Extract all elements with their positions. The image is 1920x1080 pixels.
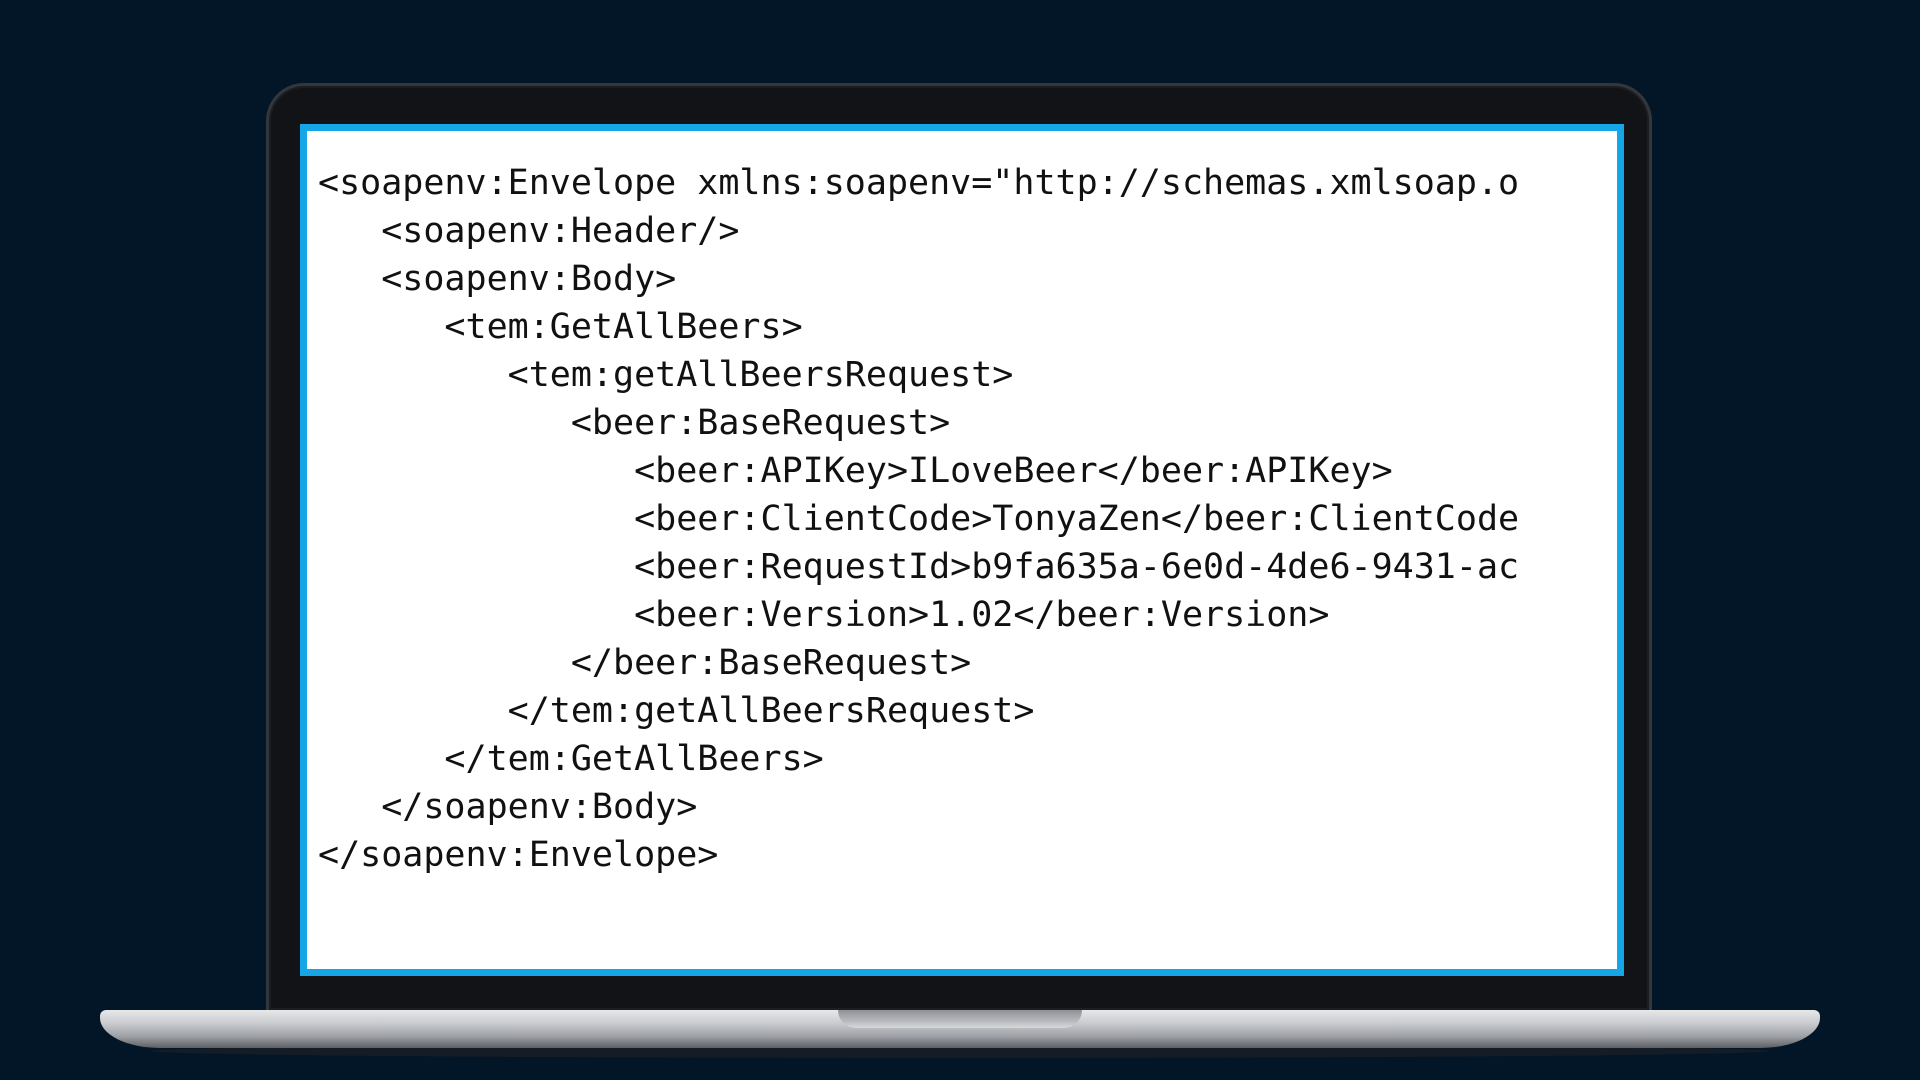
code-line-10: <beer:Version>1.02</beer:Version>: [318, 595, 1330, 635]
code-line-9: <beer:RequestId>b9fa635a-6e0d-4de6-9431-…: [318, 547, 1520, 587]
code-line-2: <soapenv:Header/>: [318, 211, 740, 251]
code-line-12: </tem:getAllBeersRequest>: [318, 691, 1035, 731]
xml-code-block[interactable]: <soapenv:Envelope xmlns:soapenv="http://…: [318, 159, 1609, 879]
code-line-15: </soapenv:Envelope>: [318, 835, 719, 875]
code-line-4: <tem:GetAllBeers>: [318, 307, 803, 347]
code-line-1: <soapenv:Envelope xmlns:soapenv="http://…: [318, 163, 1520, 203]
laptop-opening-notch: [838, 1010, 1082, 1028]
code-line-8: <beer:ClientCode>TonyaZen</beer:ClientCo…: [318, 499, 1520, 539]
code-line-6: <beer:BaseRequest>: [318, 403, 951, 443]
code-line-3: <soapenv:Body>: [318, 259, 677, 299]
code-line-5: <tem:getAllBeersRequest>: [318, 355, 1014, 395]
code-line-11: </beer:BaseRequest>: [318, 643, 972, 683]
code-line-7: <beer:APIKey>ILoveBeer</beer:APIKey>: [318, 451, 1393, 491]
code-screen[interactable]: <soapenv:Envelope xmlns:soapenv="http://…: [307, 131, 1617, 969]
code-line-13: </tem:GetAllBeers>: [318, 739, 824, 779]
code-line-14: </soapenv:Body>: [318, 787, 698, 827]
